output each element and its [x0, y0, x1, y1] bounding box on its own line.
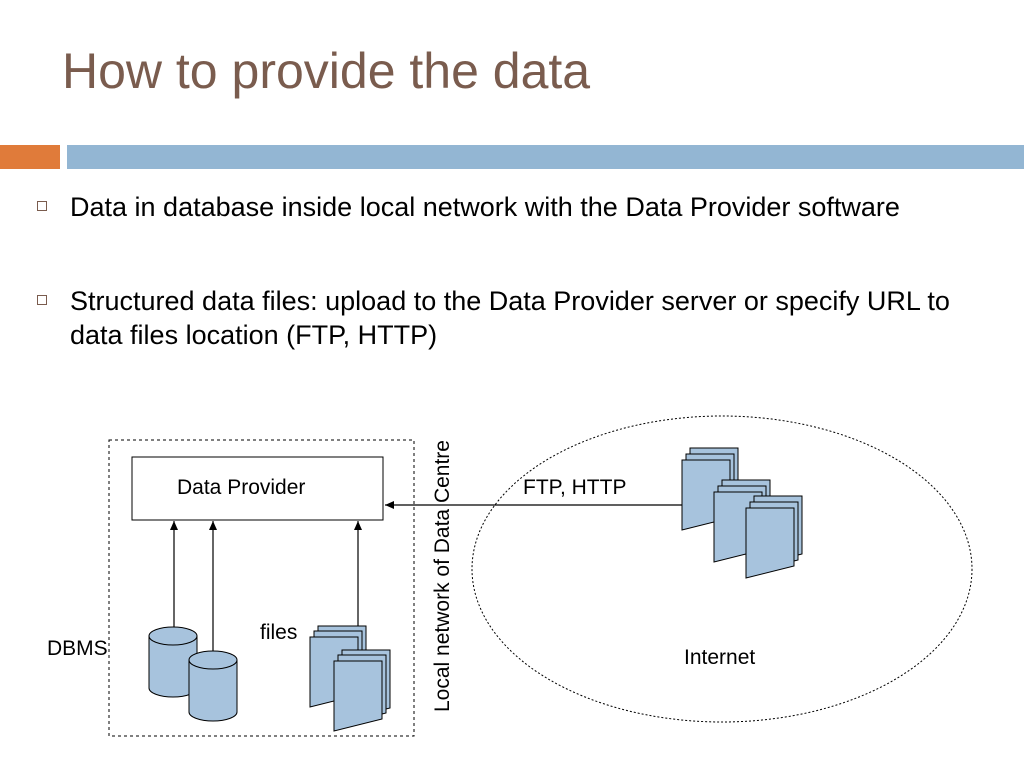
bullet-item-2: Structured data files: upload to the Dat… [37, 284, 970, 352]
bullet-text-1: Data in database inside local network wi… [70, 192, 900, 222]
data-provider-box [131, 456, 384, 521]
internet-label: Internet [684, 646, 755, 669]
accent-bar-orange [0, 145, 60, 169]
square-bullet-icon [37, 201, 47, 211]
data-provider-label: Data Provider [177, 476, 305, 499]
file-stack-icon [309, 625, 391, 732]
files-label: files [260, 621, 297, 644]
dbms-label: DBMS [47, 637, 108, 660]
database-cylinder-icon [188, 650, 238, 722]
bullet-text-2: Structured data files: upload to the Dat… [70, 286, 950, 350]
local-network-boundary [108, 439, 415, 737]
database-cylinder-icon [148, 626, 198, 698]
square-bullet-icon [37, 295, 47, 305]
file-stack-icon [681, 447, 803, 579]
local-network-label: Local network of Data Centre [431, 440, 454, 712]
accent-bar-blue [67, 145, 1024, 169]
bullet-item-1: Data in database inside local network wi… [37, 190, 970, 224]
ftp-http-label: FTP, HTTP [523, 476, 626, 499]
slide-title: How to provide the data [62, 43, 591, 99]
internet-ellipse [471, 415, 973, 723]
